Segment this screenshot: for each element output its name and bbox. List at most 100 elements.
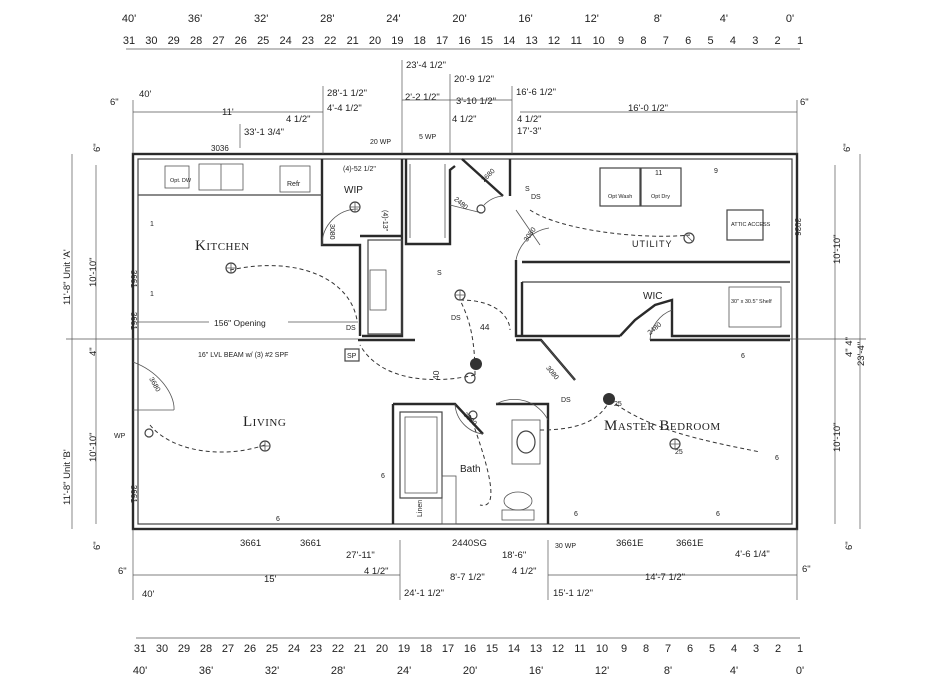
dims-left: 11'-8" Unit 'A' 11'-8" Unit 'B' 10'-10" … — [62, 143, 138, 550]
outlet-label: 6 — [574, 511, 578, 518]
window-label-3661-left: 3661 — [129, 270, 138, 288]
ruler-bottom-number: 18 — [420, 643, 432, 655]
ruler-bottom-number: 25 — [266, 643, 278, 655]
ruler-bottom-number: 2 — [775, 643, 781, 655]
room-label-wip: WIP — [344, 185, 363, 196]
ceiling-fan-icon — [464, 358, 482, 384]
light-fixture-icon — [144, 428, 154, 438]
ruler-top-number: 25 — [257, 35, 269, 47]
ruler-bottom-foot-label: 36' — [199, 665, 213, 677]
dim-20-9-5: 20'-9 1/2" — [454, 74, 494, 85]
ruler-top-number: 20 — [369, 35, 381, 47]
dim-3-10-5: 3'-10 1/2" — [456, 96, 496, 107]
ruler-bottom-foot-label: 4' — [730, 665, 738, 677]
dim-unit-a: 11'-8" Unit 'A' — [62, 249, 73, 305]
ruler-bottom-number: 10 — [596, 643, 608, 655]
ruler-top-foot-label: 12' — [585, 13, 599, 25]
window-label-3661-left: 3661 — [129, 485, 138, 503]
dim-23-4-5: 23'-4 1/2" — [406, 60, 446, 71]
dims-bottom: 3661 3661 2440SG 3661E 3661E 27'-11" 18'… — [118, 529, 811, 600]
outlet-label: 6 — [775, 455, 779, 462]
ruler-bottom-number: 23 — [310, 643, 322, 655]
ruler-bottom-foot-label: 16' — [529, 665, 543, 677]
ceiling-fixtures — [144, 201, 695, 452]
window-label-3036: 3036 — [211, 144, 229, 153]
door-label-3080: 3080 — [328, 224, 335, 240]
ruler-top-foot-label: 0' — [786, 13, 794, 25]
dim-4-5-a: 4 1/2" — [286, 114, 311, 125]
dim-4-5-bottom-a: 4 1/2" — [364, 566, 389, 577]
ruler-bottom-foot-label: 0' — [796, 665, 804, 677]
dim-4-5-b: 4 1/2" — [452, 114, 477, 125]
dim-6-bottom-right: 6" — [802, 564, 811, 575]
ruler-bottom-number: 7 — [665, 643, 671, 655]
switch-label: S — [437, 270, 442, 277]
note-linen: Linen — [417, 500, 424, 517]
smoke-detector-label: DS — [346, 325, 356, 332]
light-fixture-icon — [468, 410, 478, 420]
ruler-bottom-number: 9 — [621, 643, 627, 655]
dims-top: 40' 6" 6" 11' 28'-1 1/2" 4'-4 1/2" 4 1/2… — [110, 60, 809, 154]
ruler-bottom-number: 20 — [376, 643, 388, 655]
ruler-bottom-number: 21 — [354, 643, 366, 655]
ruler-top-number: 17 — [436, 35, 448, 47]
note-refr: Refr — [287, 181, 301, 188]
note-20-wp: 20 WP — [370, 139, 391, 146]
ruler-bottom-number: 3 — [753, 643, 759, 655]
ruler-top-foot-label: 4' — [720, 13, 728, 25]
ruler-top-number: 19 — [391, 35, 403, 47]
window-label-3661e: 3661E — [676, 538, 703, 549]
dim-6-right-top: 6" — [842, 143, 853, 152]
ruler-bottom-number: 12 — [552, 643, 564, 655]
room-label-kitchen: Kitchen — [195, 238, 250, 254]
ruler-top-number: 15 — [481, 35, 493, 47]
ruler-top-number: 8 — [640, 35, 646, 47]
ceiling-fan-icon — [603, 393, 615, 405]
ruler-bottom-foot-label: 8' — [664, 665, 672, 677]
ruler-top-foot-label: 24' — [386, 13, 400, 25]
ruler-top-number: 22 — [324, 35, 336, 47]
dims-right: 10'-10" 10'-10" 4" 4" 23'-4" 6" 6" 3036 — [793, 143, 867, 550]
outlet-label: 9 — [714, 168, 718, 175]
ruler-bottom-foot-label: 24' — [397, 665, 411, 677]
ruler-bottom-foot-label: 32' — [265, 665, 279, 677]
sp-box — [344, 348, 360, 362]
ruler-top-foot-label: 20' — [452, 13, 466, 25]
ruler-bottom-number: 5 — [709, 643, 715, 655]
room-label-master-bedroom: Master Bedroom — [604, 418, 721, 434]
ruler-top-number: 4 — [730, 35, 736, 47]
ruler-top-number: 14 — [503, 35, 515, 47]
ruler-bottom-foot-label: 20' — [463, 665, 477, 677]
door-label-2680: 2680 — [481, 168, 497, 184]
note-beam: 16" LVL BEAM w/ (3) #2 SPF — [198, 352, 288, 359]
ruler-top-number: 6 — [685, 35, 691, 47]
door-label-3080: 3080 — [523, 226, 538, 243]
ruler-bottom-number: 1 — [797, 643, 803, 655]
ruler-top-number: 31 — [123, 35, 135, 47]
ruler-bottom-number: 6 — [687, 643, 693, 655]
ruler-bottom-number: 8 — [643, 643, 649, 655]
dim-27-11: 27'-11" — [346, 550, 375, 561]
ruler-top-number: 3 — [752, 35, 758, 47]
light-fixture-icon — [476, 204, 486, 214]
door-label-2440sg: 2440SG — [452, 538, 487, 549]
room-label-living: Living — [243, 414, 286, 430]
dim-16-6-5: 16'-6 1/2" — [516, 87, 556, 98]
note-40: 40 — [431, 370, 441, 380]
note-opening: 156" Opening — [214, 318, 266, 328]
ruler-top-number: 26 — [235, 35, 247, 47]
dim-2-2-5: 2'-2 1/2" — [405, 92, 440, 103]
note-shelf-vert: (4)-13" — [381, 210, 388, 232]
ruler-top-number: 13 — [525, 35, 537, 47]
ruler-top-number: 5 — [707, 35, 713, 47]
ruler-top-foot-label: 28' — [320, 13, 334, 25]
note-attic-access: ATTIC ACCESS — [731, 222, 771, 228]
dim-17-3: 17'-3" — [517, 126, 541, 137]
window-label-3036-right: 3036 — [793, 218, 802, 236]
note-5-wp: 5 WP — [419, 134, 436, 141]
dim-8-7-5: 8'-7 1/2" — [450, 572, 485, 583]
ruler-top-number: 23 — [302, 35, 314, 47]
dim-10-10-right-a: 10'-10" — [832, 235, 843, 264]
ruler-bottom-foot-label: 28' — [331, 665, 345, 677]
